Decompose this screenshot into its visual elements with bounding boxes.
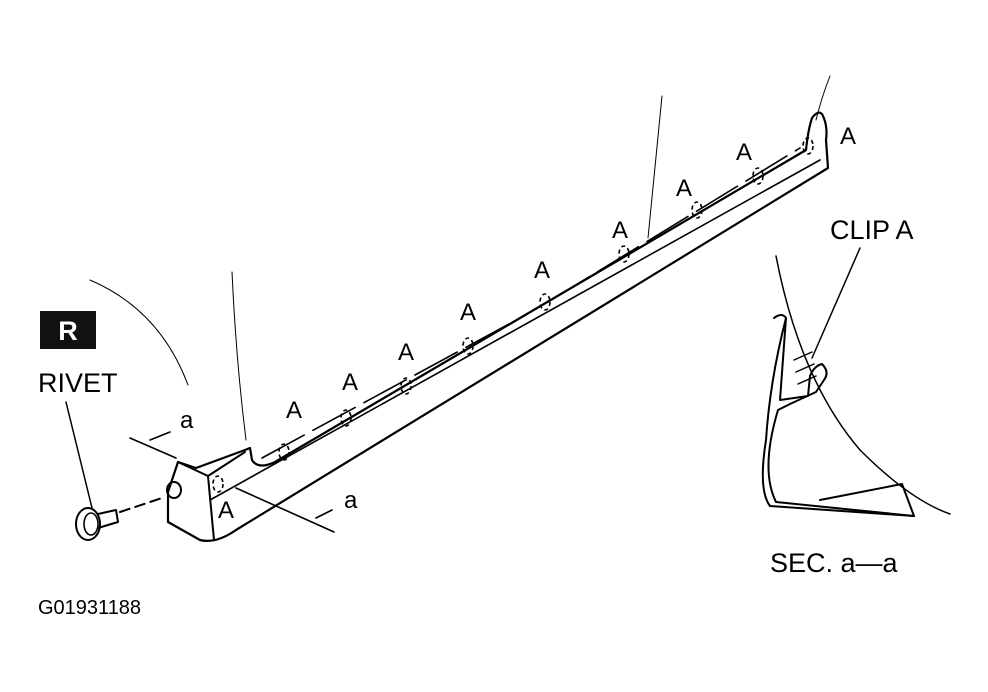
trim-end-fold xyxy=(177,461,215,541)
clip-a-marker-label: A xyxy=(534,257,550,284)
section-view xyxy=(761,247,951,517)
cut-line-right xyxy=(235,487,335,533)
clip-a-marker-label: A xyxy=(736,139,752,166)
section-trim-outer xyxy=(761,317,915,517)
clip-position-marker xyxy=(462,337,474,355)
clip-position-marker xyxy=(278,443,290,461)
door-line-rear xyxy=(815,75,831,121)
rivet-hole xyxy=(166,481,182,499)
rivet-head-rim xyxy=(83,512,99,536)
r-badge-box xyxy=(40,311,96,349)
trim-lower-edge xyxy=(209,159,821,501)
door-line-middle xyxy=(647,95,663,239)
rivet xyxy=(65,401,182,541)
cut-arrow-left xyxy=(149,431,171,441)
section-trim-profile xyxy=(767,314,915,517)
section-mark-right: a xyxy=(344,487,358,514)
rivet-leader xyxy=(65,401,93,509)
r-badge-letter: R xyxy=(58,316,78,346)
wheel-arch-curve xyxy=(89,279,189,386)
trim-outline xyxy=(166,111,830,542)
clip-a-marker-label: A xyxy=(286,397,302,424)
figure-id: G01931188 xyxy=(38,597,141,619)
clip-labels: A A A A A A A A A A xyxy=(218,123,856,524)
section-label: SEC. a—a xyxy=(770,548,899,578)
clip-markers xyxy=(212,137,814,493)
clip-position-marker xyxy=(539,293,551,311)
clip-a-marker-label: A xyxy=(840,123,856,150)
clip-a-marker-label: A xyxy=(218,497,234,524)
clip-leader xyxy=(811,247,861,359)
clip-a-label: CLIP A xyxy=(830,215,914,245)
clip-position-marker xyxy=(400,377,412,395)
clip-position-marker xyxy=(752,167,764,185)
cut-arrow-right xyxy=(315,509,333,519)
section-body-curve xyxy=(775,255,951,515)
clip-a-marker-label: A xyxy=(342,369,358,396)
rivet-insert-line xyxy=(119,497,163,513)
clip-a-marker-label: A xyxy=(398,339,414,366)
cut-line-left xyxy=(129,437,177,459)
section-cut-line xyxy=(129,431,335,533)
clip-position-marker xyxy=(212,475,224,493)
rivet-head xyxy=(75,507,101,541)
rivet-shank xyxy=(97,509,119,529)
sill-trim-panel xyxy=(166,111,830,542)
clip-position-marker xyxy=(340,409,352,427)
door-line-front xyxy=(231,271,247,441)
clip-a-marker-label: A xyxy=(612,217,628,244)
clip-position-marker xyxy=(802,137,814,155)
rivet-label: RIVET xyxy=(38,368,118,398)
trim-top-edge-front xyxy=(207,451,246,477)
clip-seat-line xyxy=(261,147,801,459)
clip-position-marker xyxy=(618,245,630,263)
section-clip-detail xyxy=(793,351,817,385)
body-outline-lines xyxy=(89,75,831,441)
clip-a-marker-label: A xyxy=(676,175,692,202)
clip-a-marker-label: A xyxy=(460,299,476,326)
clip-position-marker xyxy=(691,201,703,219)
r-badge: R xyxy=(40,311,96,349)
section-mark-left: a xyxy=(180,407,194,434)
